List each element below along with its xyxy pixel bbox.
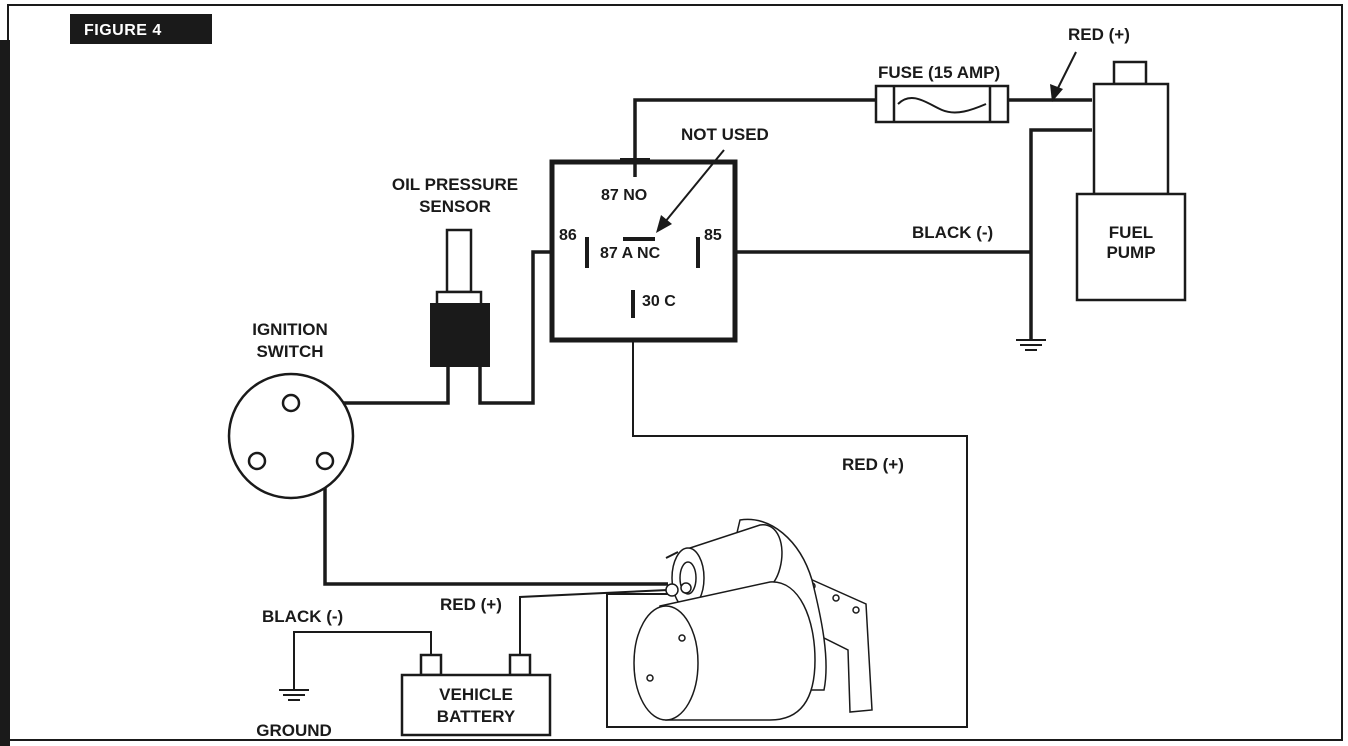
oil-sensor-label-line2: SENSOR	[419, 197, 491, 216]
ignition-terminal-left	[247, 451, 267, 471]
pin-86-label: 86	[559, 227, 577, 244]
battery-body	[400, 673, 552, 737]
pin-30c-label: 30 C	[642, 293, 676, 310]
fuse-body	[874, 84, 1010, 124]
not-used-arrow-line	[664, 149, 725, 223]
fuel-pump-body	[1075, 192, 1187, 302]
pump-ground-icon	[1016, 339, 1046, 351]
pin-85-label: 85	[704, 227, 722, 244]
wire-pump-ground	[1029, 128, 1092, 340]
starter-motor-icon	[633, 518, 873, 721]
ignition-switch-body	[227, 372, 355, 500]
ignition-label-line1: IGNITION	[252, 320, 328, 339]
red-plus-middle-label: RED (+)	[842, 455, 904, 474]
fuel-pump: FUEL PUMP	[1075, 60, 1187, 302]
fuel-pump-label-line1: FUEL	[1109, 223, 1153, 242]
relay: 87 NO 87 A NC 86 85 30 C	[549, 158, 738, 343]
figure-label: FIGURE 4	[84, 22, 162, 39]
oil-sensor-label-line1: OIL PRESSURE	[392, 175, 518, 194]
pin-87no-label: 87 NO	[601, 187, 647, 204]
black-minus-battery-label: BLACK (-)	[262, 607, 343, 626]
fuse-label: FUSE (15 AMP)	[878, 63, 1000, 82]
oil-pressure-sensor: OIL PRESSURE SENSOR	[392, 175, 518, 367]
red-plus-top-label: RED (+)	[1068, 25, 1130, 44]
wire-30c-to-starter	[606, 340, 968, 728]
not-used-arrow-head	[656, 215, 672, 233]
ignition-terminal-right	[315, 451, 335, 471]
ignition-label-line2: SWITCH	[256, 342, 323, 361]
red-plus-top-arrow-line	[1055, 51, 1077, 93]
red-plus-top-arrow-head	[1050, 84, 1063, 102]
frame-left-thick-border	[0, 40, 10, 746]
wire-battery-black	[293, 631, 432, 690]
wire-battery-red	[519, 589, 669, 655]
fuel-pump-cap	[1112, 60, 1148, 86]
starter-end-cap	[633, 605, 699, 721]
fuel-pump-upper	[1092, 82, 1170, 196]
figure-badge: FIGURE 4	[70, 14, 212, 44]
vehicle-battery: BLACK (-) RED (+) VEHICLE BATTERY	[262, 595, 552, 737]
relay-body	[549, 159, 738, 343]
wire-ignition-to-starter	[323, 462, 668, 586]
fuel-pump-label-line2: PUMP	[1106, 243, 1155, 262]
black-minus-pump-label: BLACK (-)	[912, 223, 993, 242]
pin-87anc-label: 87 A NC	[600, 245, 661, 262]
wire-87no-to-fuse	[633, 98, 876, 160]
oil-sensor-stem	[445, 228, 473, 294]
ignition-terminal-top	[281, 393, 301, 413]
fuse: FUSE (15 AMP)	[874, 63, 1010, 124]
ignition-switch: IGNITION SWITCH	[227, 320, 355, 500]
battery-terminal-negative	[419, 653, 443, 677]
not-used-label: NOT USED	[681, 125, 769, 144]
battery-terminal-positive	[508, 653, 532, 677]
red-plus-battery-label: RED (+)	[440, 595, 502, 614]
fuse-element	[897, 97, 987, 114]
oil-sensor-body	[430, 303, 490, 367]
battery-label-line1: VEHICLE	[439, 685, 513, 704]
battery-ground-icon	[279, 689, 309, 701]
ground-label: GROUND	[256, 721, 332, 740]
battery-label-line2: BATTERY	[437, 707, 516, 726]
